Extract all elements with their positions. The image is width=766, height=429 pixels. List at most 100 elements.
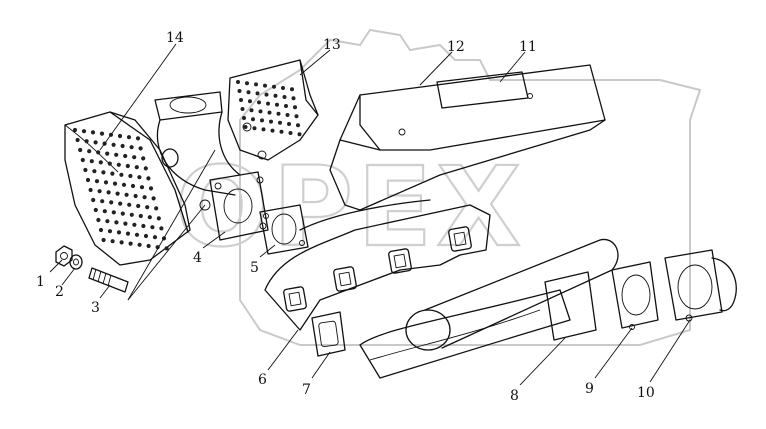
perforation-hole	[117, 133, 123, 139]
perforation-hole	[287, 122, 291, 126]
perforation-hole	[119, 240, 124, 245]
perforation-hole	[101, 170, 106, 175]
perforation-hole	[150, 225, 155, 230]
perforation-hole	[273, 93, 278, 98]
perforation-hole	[123, 221, 128, 226]
perforation-hole	[278, 120, 282, 125]
perforation-hole	[294, 114, 299, 119]
perforation-hole	[105, 151, 110, 156]
perforation-hole	[258, 109, 263, 114]
perforation-hole	[132, 222, 137, 227]
perforation-hole	[164, 246, 169, 251]
perforation-hole	[143, 233, 149, 239]
perforation-hole	[267, 110, 272, 115]
perforation-hole	[251, 117, 255, 122]
perforation-hole	[284, 104, 288, 108]
perforation-hole	[123, 153, 128, 159]
perforation-holes	[72, 127, 169, 251]
gasket-9	[611, 261, 659, 330]
perforation-hole	[285, 113, 290, 117]
callout-labels: 14 13 12 11 1 2 3 4 5 6 7 8 9 10	[36, 30, 655, 404]
perforation-hole	[107, 161, 112, 166]
perforation-hole	[125, 163, 130, 169]
perforation-hole	[105, 219, 110, 224]
callout-4: 4	[193, 250, 202, 266]
perforation-hole	[119, 172, 124, 177]
perforation-hole	[146, 243, 151, 249]
manifold-port-opening	[393, 253, 407, 269]
perforation-hole	[98, 227, 104, 233]
perforation-hole	[270, 128, 275, 133]
gasket-5	[259, 204, 309, 255]
manifold-port-opening	[453, 231, 467, 247]
perforation-hole	[246, 90, 251, 95]
perforation-hole	[136, 203, 141, 209]
perforation-hole	[80, 157, 85, 163]
callout-12: 12	[447, 39, 465, 55]
perforation-hole	[281, 86, 285, 90]
perforation-hole	[121, 182, 127, 187]
plate-11	[436, 71, 533, 109]
perforation-hole	[120, 143, 125, 149]
perforation-hole	[263, 83, 267, 88]
perforation-hole	[101, 237, 106, 243]
perforation-hole	[266, 101, 270, 106]
perforation-hole	[127, 202, 132, 207]
perforation-hole	[137, 175, 142, 180]
perforation-hole	[236, 80, 240, 84]
perforation-hole	[110, 171, 115, 176]
perforation-hole	[120, 211, 125, 216]
perforation-hole	[118, 201, 123, 206]
perforation-hole	[72, 127, 78, 133]
perforation-hole	[99, 131, 105, 136]
callout-5: 5	[250, 260, 259, 276]
perforation-hole	[237, 89, 242, 93]
perforation-hole	[138, 146, 143, 151]
perforation-hole	[126, 135, 132, 140]
perforation-hole	[272, 84, 276, 89]
perforation-hole	[152, 235, 158, 240]
perforation-hole	[141, 223, 146, 229]
perforation-hole	[75, 137, 80, 143]
callout-3: 3	[91, 300, 100, 316]
perforation-hole	[78, 147, 83, 153]
perforation-hole	[111, 142, 116, 147]
perforation-hole	[106, 190, 111, 195]
nut-1	[55, 245, 73, 267]
perforation-hole	[257, 100, 261, 105]
perforation-hole	[92, 169, 97, 174]
perforation-hole	[275, 102, 279, 107]
perforation-hole	[141, 156, 146, 161]
perforation-hole	[297, 132, 302, 137]
perforation-hole	[145, 205, 150, 210]
exhaust-manifold	[264, 199, 491, 331]
perforation-hole	[134, 165, 139, 170]
perforation-hole	[84, 139, 89, 144]
perforation-hole	[134, 232, 140, 237]
perforation-hole	[137, 242, 142, 247]
perforation-hole	[143, 166, 148, 171]
perforation-hole	[291, 96, 296, 101]
perforation-hole	[132, 155, 137, 160]
perforation-hole	[138, 213, 143, 219]
svg-text:OPEX: OPEX	[175, 143, 525, 271]
perforation-hole	[90, 130, 96, 135]
perforation-hole	[248, 99, 252, 104]
perforation-hole	[288, 131, 293, 135]
manifold-port-opening	[288, 291, 302, 307]
perforation-hole	[155, 245, 160, 250]
manifold-port-opening	[338, 271, 352, 287]
perforation-hole	[107, 229, 113, 234]
callout-6: 6	[258, 372, 267, 388]
perforation-hole	[296, 123, 300, 128]
perforation-hole	[128, 173, 133, 179]
perforation-hole	[102, 209, 107, 214]
perforation-hole	[89, 159, 94, 164]
perforation-hole	[124, 192, 129, 197]
perforation-hole	[147, 215, 152, 220]
perforation-hole	[129, 212, 134, 217]
perforation-hole	[125, 231, 131, 236]
manifold-ports	[283, 226, 472, 312]
callout-9: 9	[585, 381, 594, 397]
perforation-hole	[245, 81, 249, 86]
